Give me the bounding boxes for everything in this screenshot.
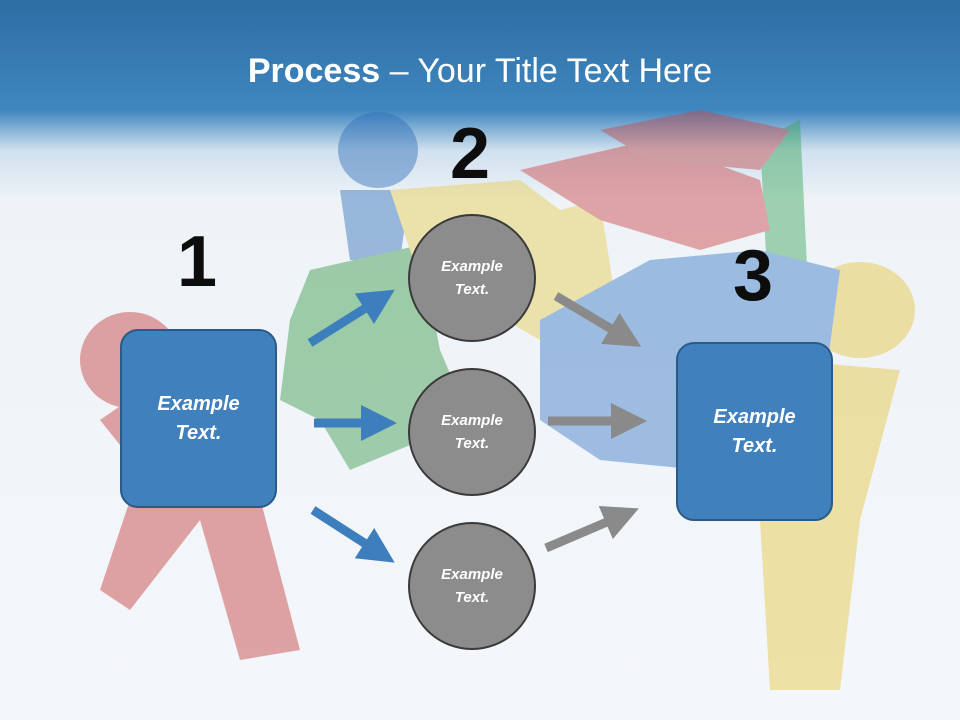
circle-top-line1: Example xyxy=(441,258,503,275)
box1-line1: Example xyxy=(157,392,240,415)
circle-bottom-line2: Text. xyxy=(454,589,490,606)
title-rest: – Your Title Text Here xyxy=(380,52,713,90)
box3-line2: Text. xyxy=(731,434,778,457)
step-number-1: 1 xyxy=(177,222,218,302)
circle-mid-line2: Text. xyxy=(454,435,490,452)
arrow-box1-to-circle-top xyxy=(307,289,395,347)
arrow-circle-top-to-box3 xyxy=(553,292,642,347)
step-number-2: 2 xyxy=(450,114,491,194)
box3-line1: Example xyxy=(713,405,796,428)
box1-line2: Text. xyxy=(175,421,222,444)
circle-bottom-line1: Example xyxy=(441,566,503,583)
arrow-circle-bottom-to-box3 xyxy=(544,505,639,553)
circle-mid-line1: Example xyxy=(441,412,503,429)
arrow-box1-to-circle-bottom xyxy=(310,506,395,563)
circle-top-line2: Text. xyxy=(454,281,490,298)
title-bold: Process xyxy=(247,52,381,90)
slide-title: Process – Your Title Text Here xyxy=(0,52,960,91)
step-number-3: 3 xyxy=(733,236,774,316)
